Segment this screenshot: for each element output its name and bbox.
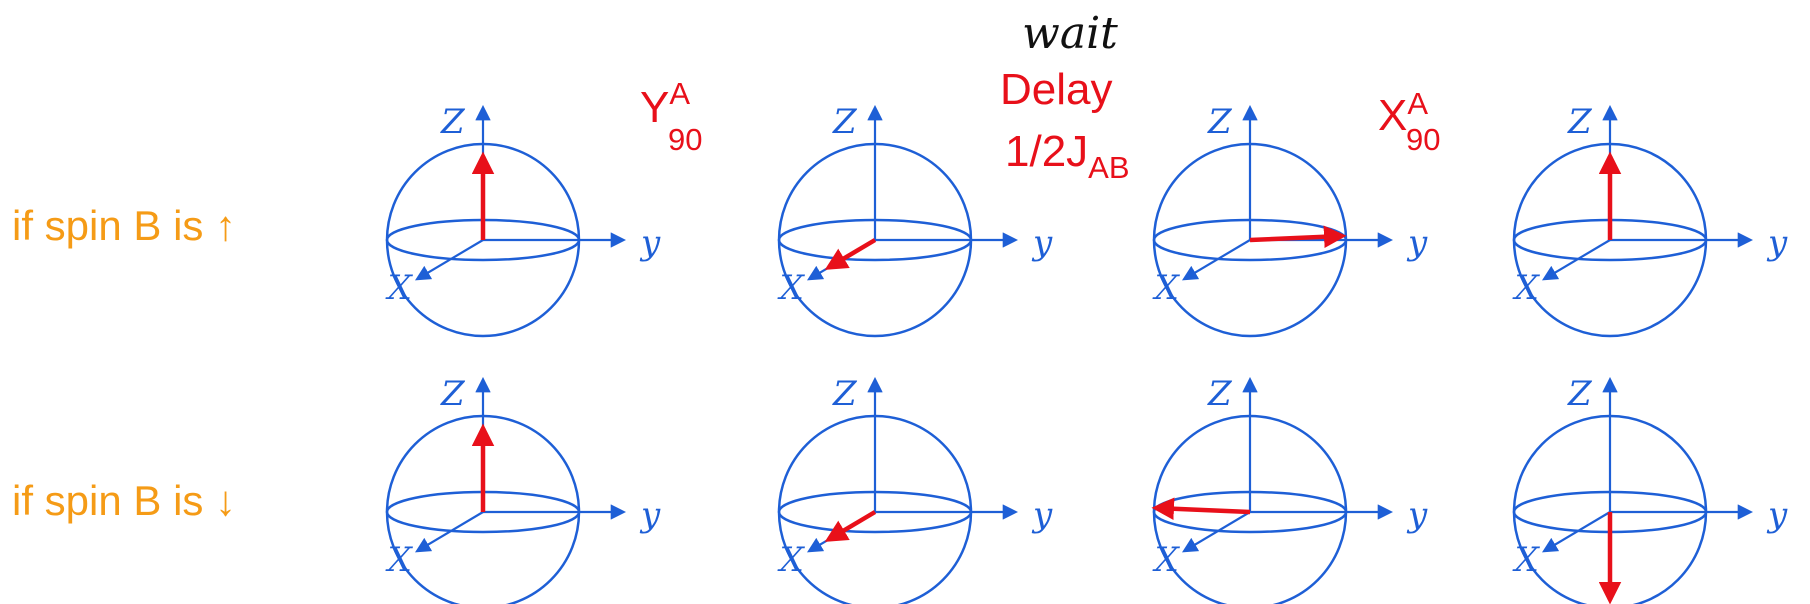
y-axis-label: y (639, 495, 661, 535)
z-axis-label: Z (440, 102, 466, 142)
x-axis-label: X (385, 268, 414, 308)
x-axis-label: X (1152, 268, 1181, 308)
z-axis-label: Z (832, 102, 858, 142)
z-axis-label: Z (440, 374, 466, 414)
delay-time-label: 1/2JAB (1005, 127, 1130, 185)
y-axis-label: y (1766, 495, 1788, 535)
spin-vector-arrow (829, 240, 875, 268)
wait-label: wait (1022, 8, 1118, 59)
x-axis-label: X (1152, 540, 1181, 580)
y-axis-label: y (1766, 223, 1788, 263)
delay-label: Delay (1000, 65, 1113, 114)
x-axis-label: X (385, 540, 414, 580)
x-axis-label: X (777, 540, 806, 580)
z-axis-label: Z (1567, 374, 1593, 414)
row-label-spin-up: if spin B is ↑ (12, 202, 236, 249)
z-axis-label: Z (1207, 374, 1233, 414)
y-axis-label: y (1031, 223, 1053, 263)
x-axis-label: X (777, 268, 806, 308)
z-axis-label: Z (1207, 102, 1233, 142)
y-axis-label: y (1406, 223, 1428, 263)
row-label-spin-down: if spin B is ↓ (12, 477, 236, 524)
spin-vector-arrow (829, 512, 875, 540)
z-axis-label: Z (832, 374, 858, 414)
y-axis-label: y (639, 223, 661, 263)
x-axis-label: X (1512, 540, 1541, 580)
y-axis-label: y (1031, 495, 1053, 535)
spin-vector-arrow (1156, 508, 1250, 512)
x-axis-label: X (1512, 268, 1541, 308)
y-axis-label: y (1406, 495, 1428, 535)
z-axis-label: Z (1567, 102, 1593, 142)
